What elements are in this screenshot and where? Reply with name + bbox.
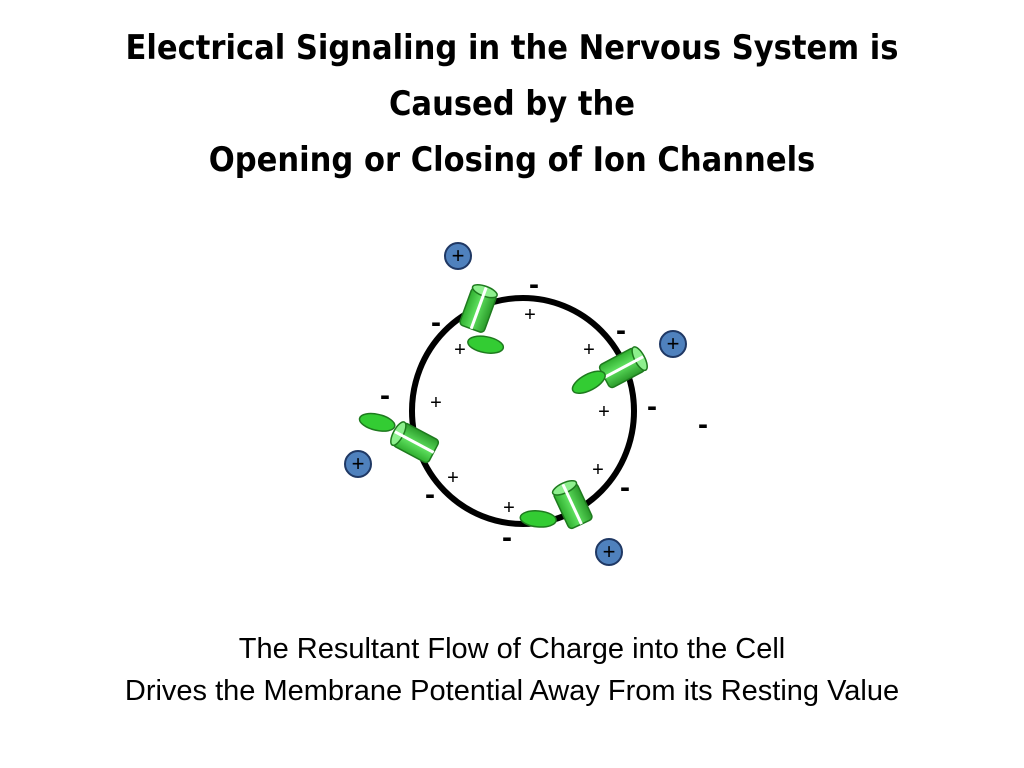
inside-positive-charge: + [524, 304, 536, 326]
ion-channel [519, 480, 593, 530]
outside-negative-charge: - [616, 314, 626, 347]
outside-negative-charge: - [425, 478, 435, 511]
ion-channel [571, 346, 648, 395]
caption-line: The Resultant Flow of Charge into the Ce… [238, 633, 786, 665]
inside-positive-charge: + [454, 339, 466, 361]
outside-negative-charge: - [698, 408, 708, 441]
outside-negative-charge: - [431, 306, 441, 339]
inside-positive-charge: + [503, 497, 515, 519]
ion-channel [459, 283, 505, 354]
outside-negative-charge: - [529, 268, 539, 301]
outside-negative-charge: - [647, 390, 657, 423]
cation: + [595, 538, 623, 566]
inside-positive-charge: + [583, 339, 595, 361]
slide-title-line: Caused by the [388, 84, 635, 124]
slide-title-line: Electrical Signaling in the Nervous Syst… [125, 28, 899, 68]
outside-negative-charge: - [620, 471, 630, 504]
inside-positive-charge: + [447, 467, 459, 489]
slide-title-line: Opening or Closing of Ion Channels [208, 140, 816, 180]
cation-symbol: + [352, 451, 365, 476]
inside-positive-charge: + [598, 401, 610, 423]
inside-positive-charge: + [430, 392, 442, 414]
cation: + [659, 330, 687, 358]
cation-symbol: + [667, 331, 680, 356]
outside-negative-charge: - [380, 379, 390, 412]
cation-symbol: + [603, 539, 616, 564]
inside-positive-charge: + [592, 459, 604, 481]
cation-symbol: + [452, 243, 465, 268]
cell-membrane [409, 295, 637, 527]
cation: + [444, 242, 472, 270]
cation: + [344, 450, 372, 478]
caption-line: Drives the Membrane Potential Away From … [124, 675, 900, 707]
outside-negative-charge: - [502, 521, 512, 554]
ion-channel [358, 412, 440, 464]
